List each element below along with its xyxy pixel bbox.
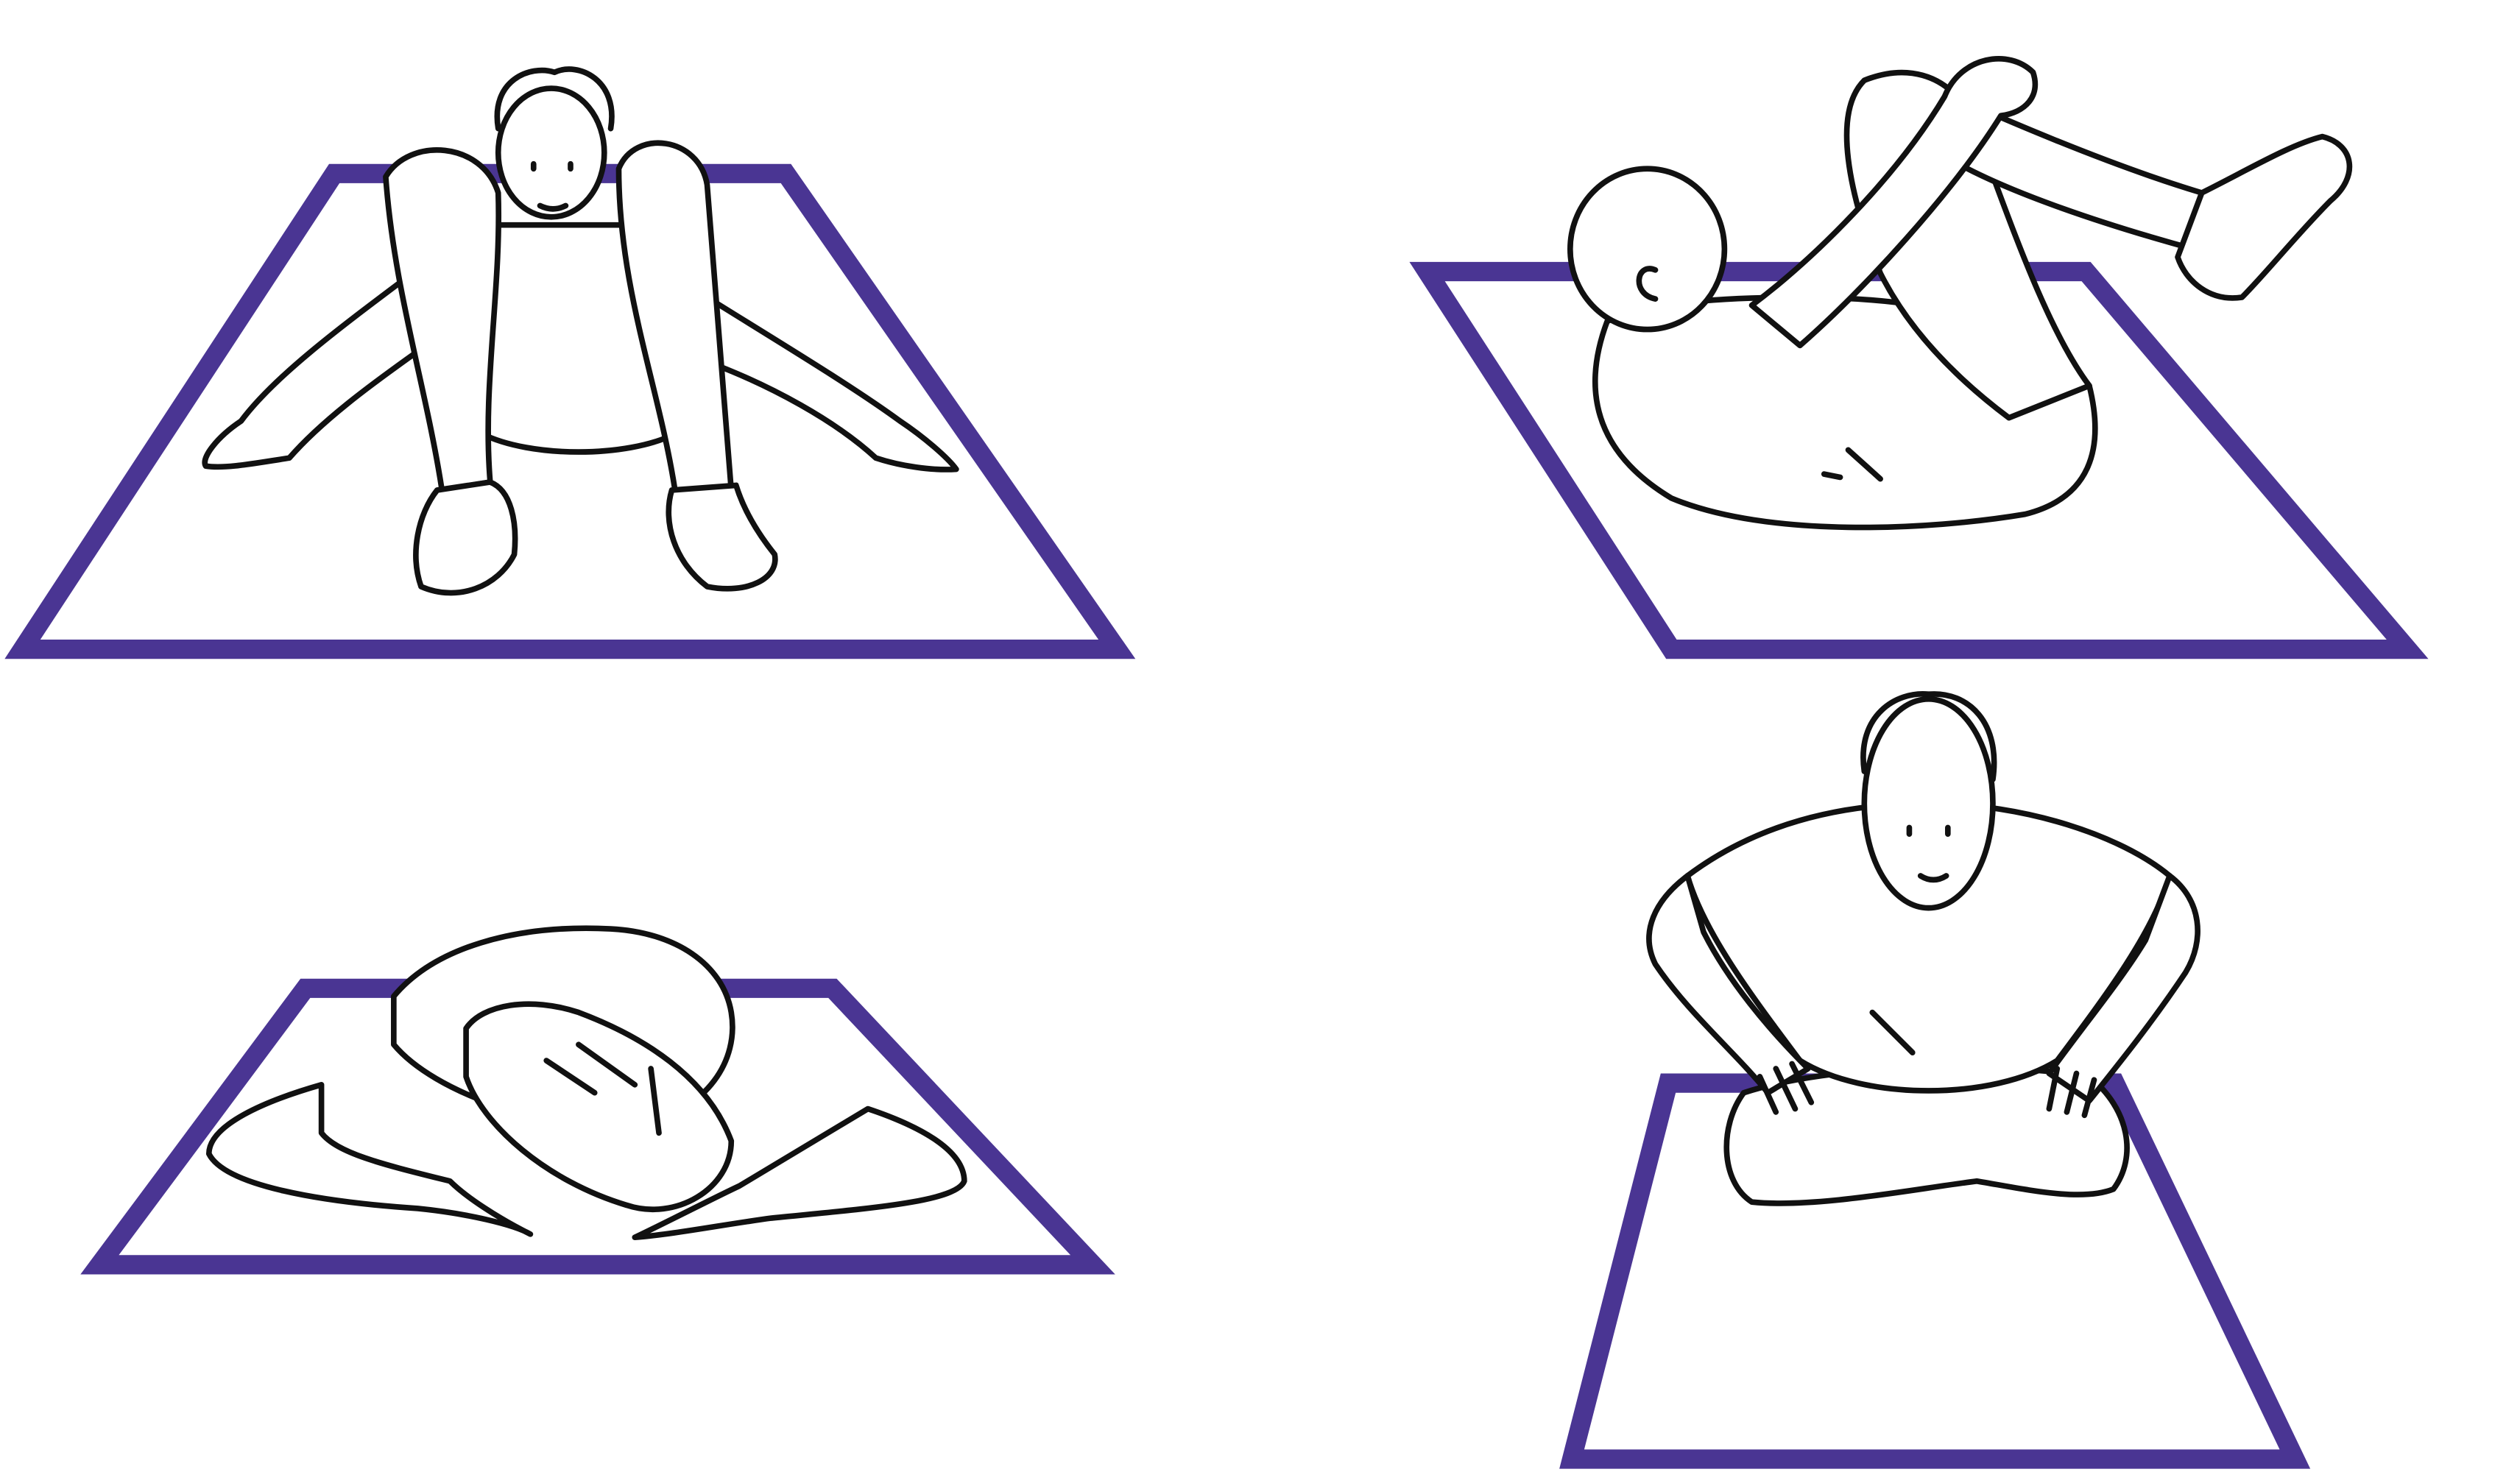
right-hand [2046, 1066, 2097, 1119]
head [1861, 696, 1996, 911]
ear [1636, 266, 1659, 302]
right-arm [2046, 873, 2200, 1104]
hair [1860, 691, 1997, 782]
right-leg [615, 140, 735, 493]
hair [543, 1041, 662, 1136]
right-arm [632, 1105, 967, 1241]
left-leg [383, 147, 502, 493]
head [1567, 166, 1728, 333]
hair [494, 66, 615, 132]
pose-supine-knee-hug [1409, 56, 2429, 659]
pose-seated-cross-legged [1559, 691, 2311, 1469]
left-arm [1646, 873, 1811, 1096]
left-arm [202, 278, 418, 470]
face [530, 160, 573, 212]
left-foot [413, 479, 518, 596]
pose-squat-reach [4, 66, 1136, 659]
shirt-crease [1869, 1009, 1916, 1055]
head [463, 1001, 735, 1212]
arm [1748, 56, 2039, 349]
left-hand [1757, 1061, 1815, 1115]
foot [2175, 133, 2353, 301]
head [495, 85, 607, 220]
face [1906, 824, 1951, 883]
right-arm [704, 294, 959, 473]
left-arm [205, 1081, 534, 1237]
pose-childs-pose [80, 925, 1115, 1275]
belly-line [1821, 447, 1883, 482]
right-foot [666, 482, 778, 592]
